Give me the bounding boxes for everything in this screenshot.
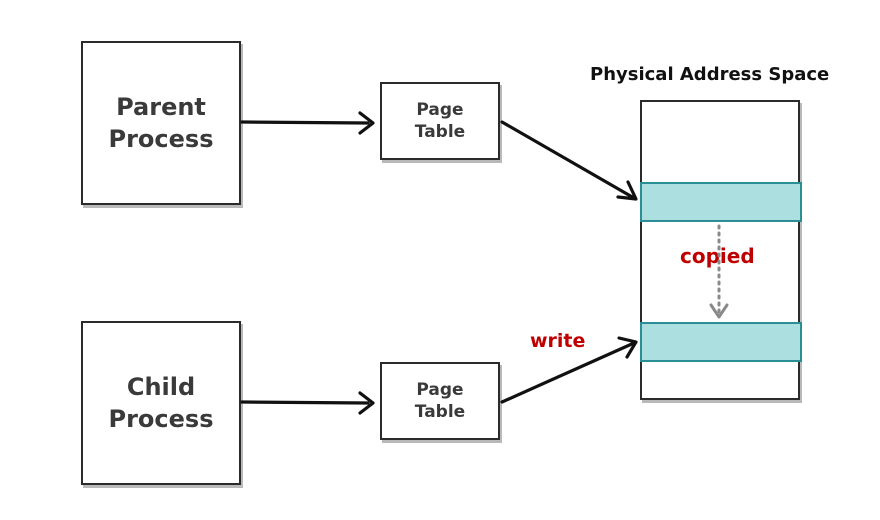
arrow-parent-to-page-table bbox=[240, 111, 375, 135]
child-process-label-line2: Process bbox=[108, 405, 214, 433]
child-process-box: Child Process bbox=[81, 321, 241, 485]
parent-page-table-label-line2: Table bbox=[414, 122, 466, 142]
arrow-parent-page-table-to-memory bbox=[500, 120, 638, 201]
original-page-block bbox=[640, 182, 802, 222]
parent-page-table-label-line1: Page bbox=[416, 100, 464, 120]
physical-address-space-title: Physical Address Space bbox=[590, 64, 830, 85]
parent-page-table-box: Page Table bbox=[380, 82, 500, 160]
write-label: write bbox=[530, 330, 586, 352]
copied-label: copied bbox=[680, 244, 755, 268]
physical-address-space-box bbox=[640, 100, 802, 400]
arrow-child-to-page-table bbox=[240, 391, 375, 415]
child-page-table-label-line1: Page bbox=[416, 380, 464, 400]
parent-process-box: Parent Process bbox=[81, 41, 241, 205]
copied-page-block bbox=[640, 322, 802, 362]
child-page-table-box: Page Table bbox=[380, 362, 500, 440]
parent-process-label-line1: Parent bbox=[116, 93, 206, 121]
child-process-label-line1: Child bbox=[126, 373, 196, 401]
child-page-table-label-line2: Table bbox=[414, 402, 466, 422]
parent-process-label-line2: Process bbox=[108, 125, 214, 153]
